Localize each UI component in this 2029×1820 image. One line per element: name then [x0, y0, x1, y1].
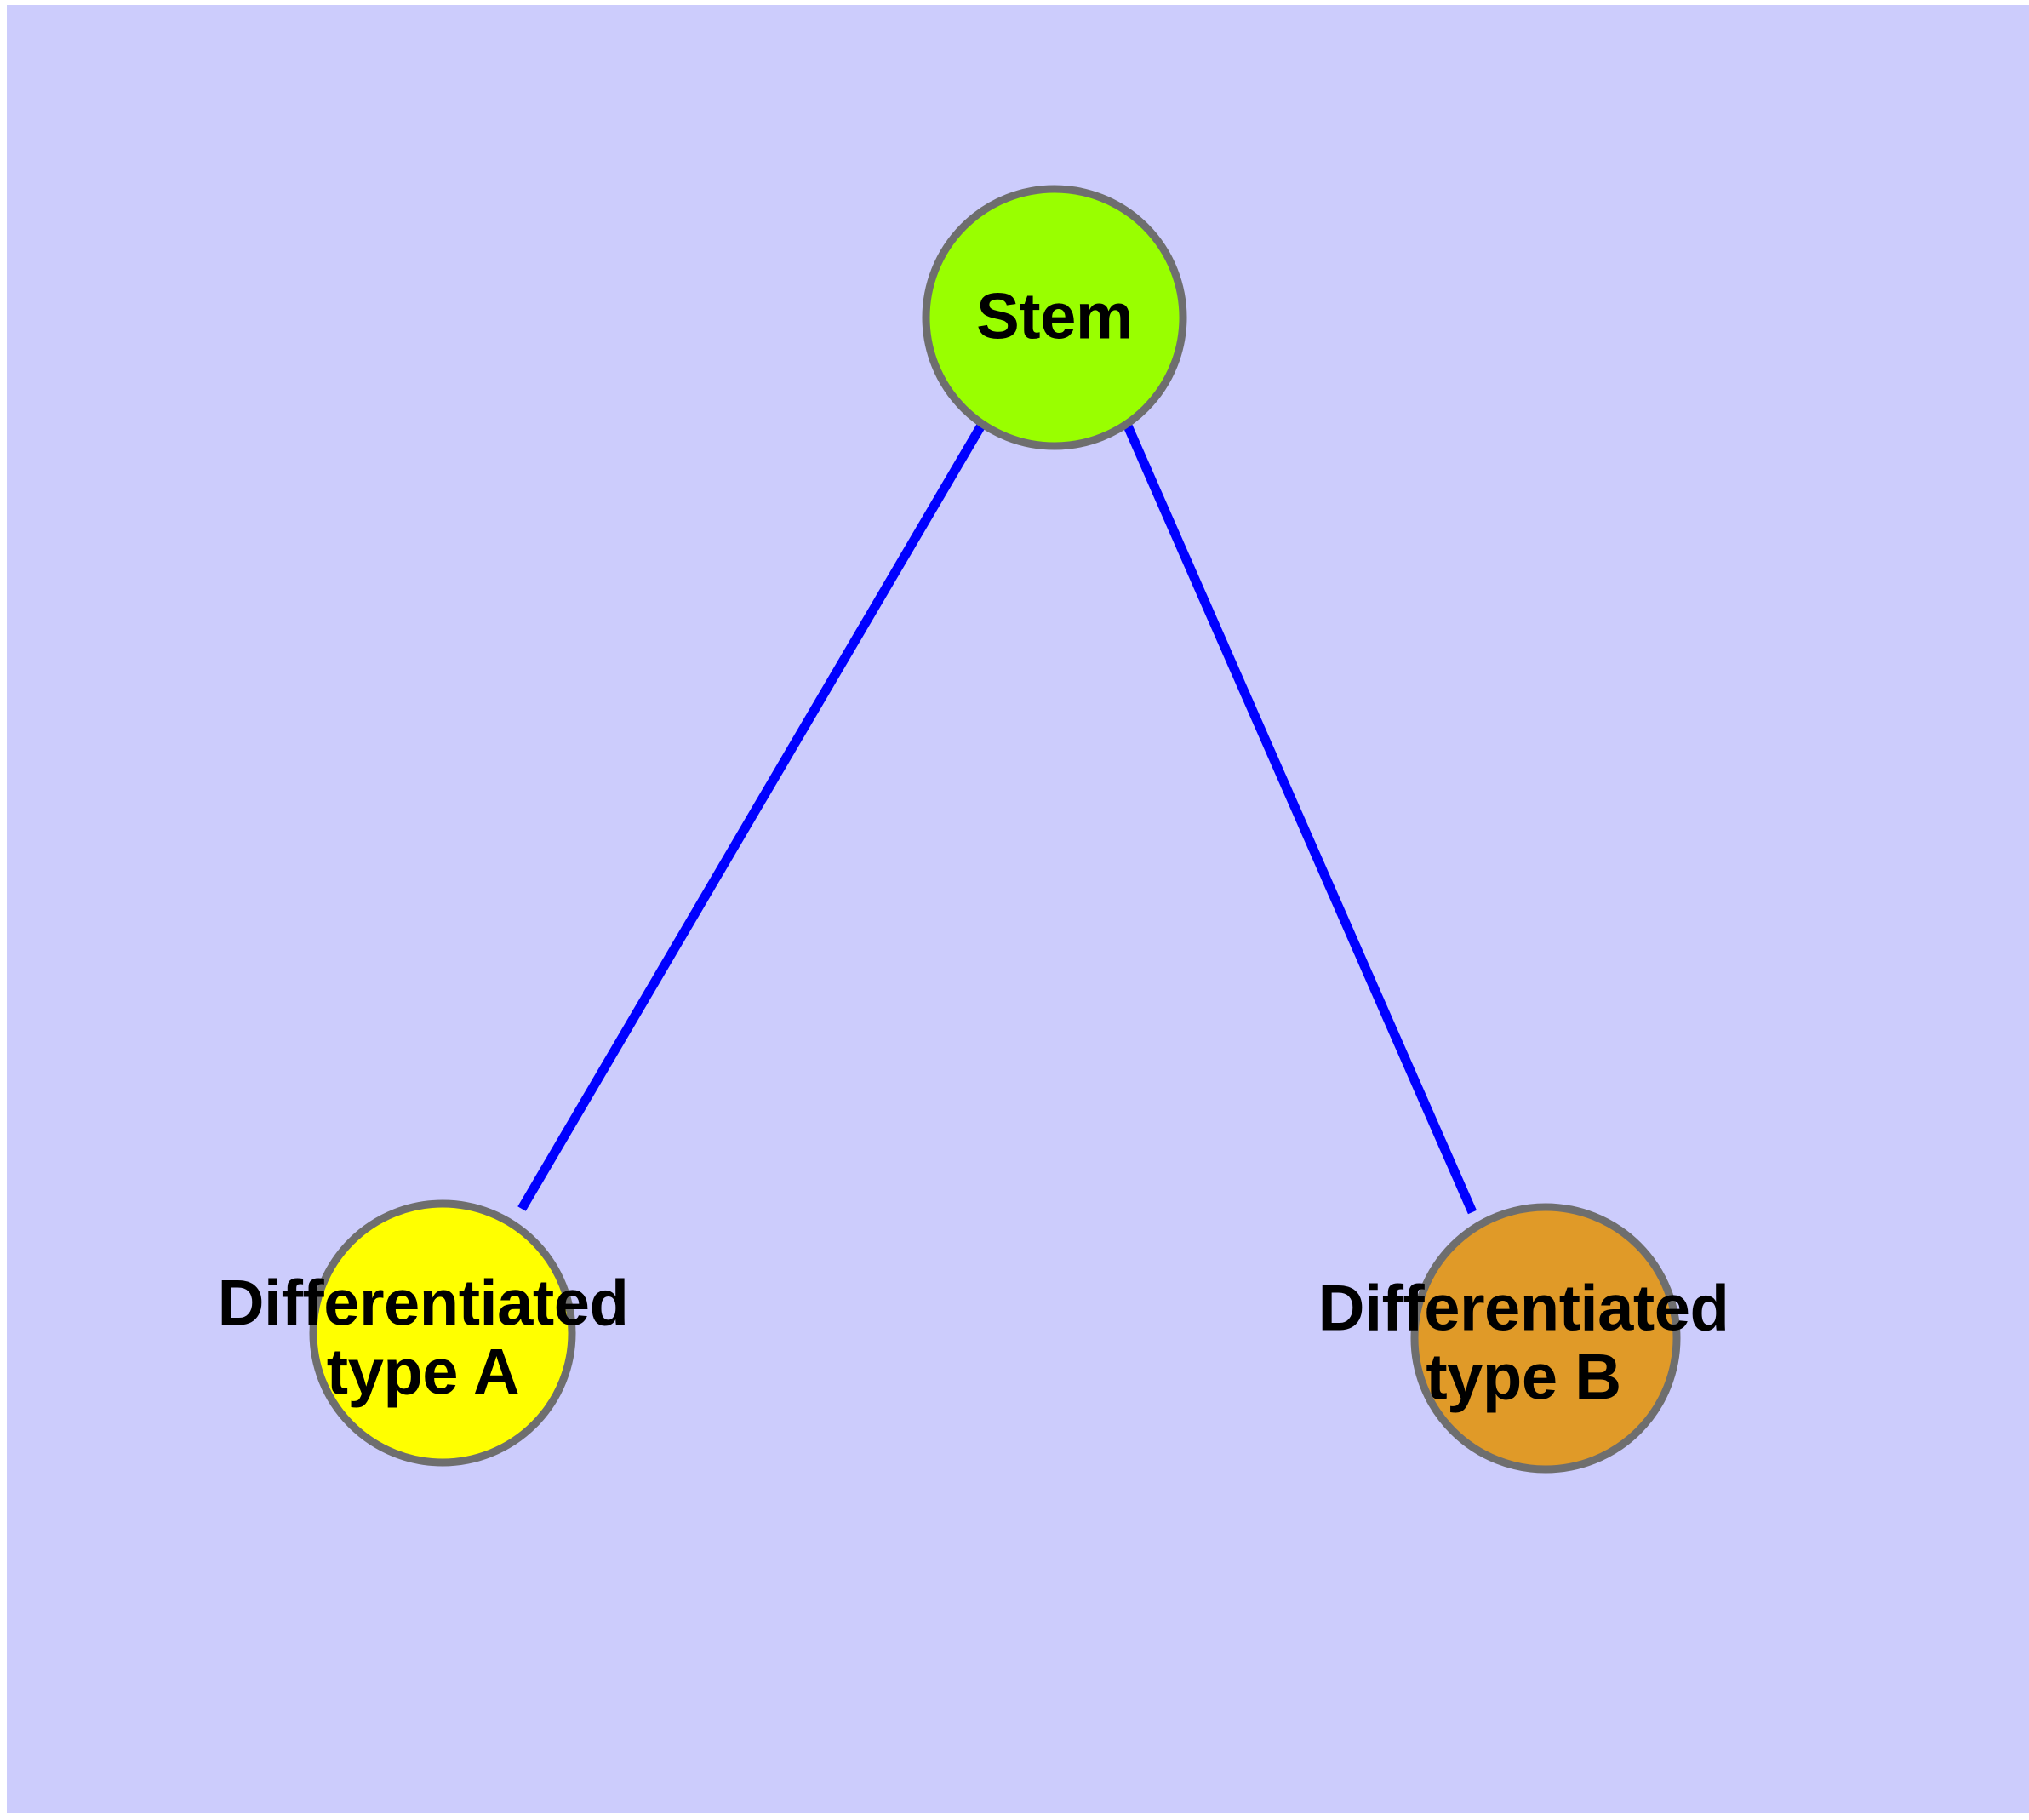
nodes-group	[309, 185, 1681, 1474]
node-stem[interactable]	[922, 185, 1187, 450]
edge-stem-to-b[interactable]	[1122, 421, 1477, 1215]
edges-group	[517, 421, 1477, 1215]
node-diff_b[interactable]	[1410, 1203, 1681, 1474]
node-diff_a[interactable]	[309, 1199, 576, 1467]
edge-stem-to-a[interactable]	[517, 421, 986, 1211]
